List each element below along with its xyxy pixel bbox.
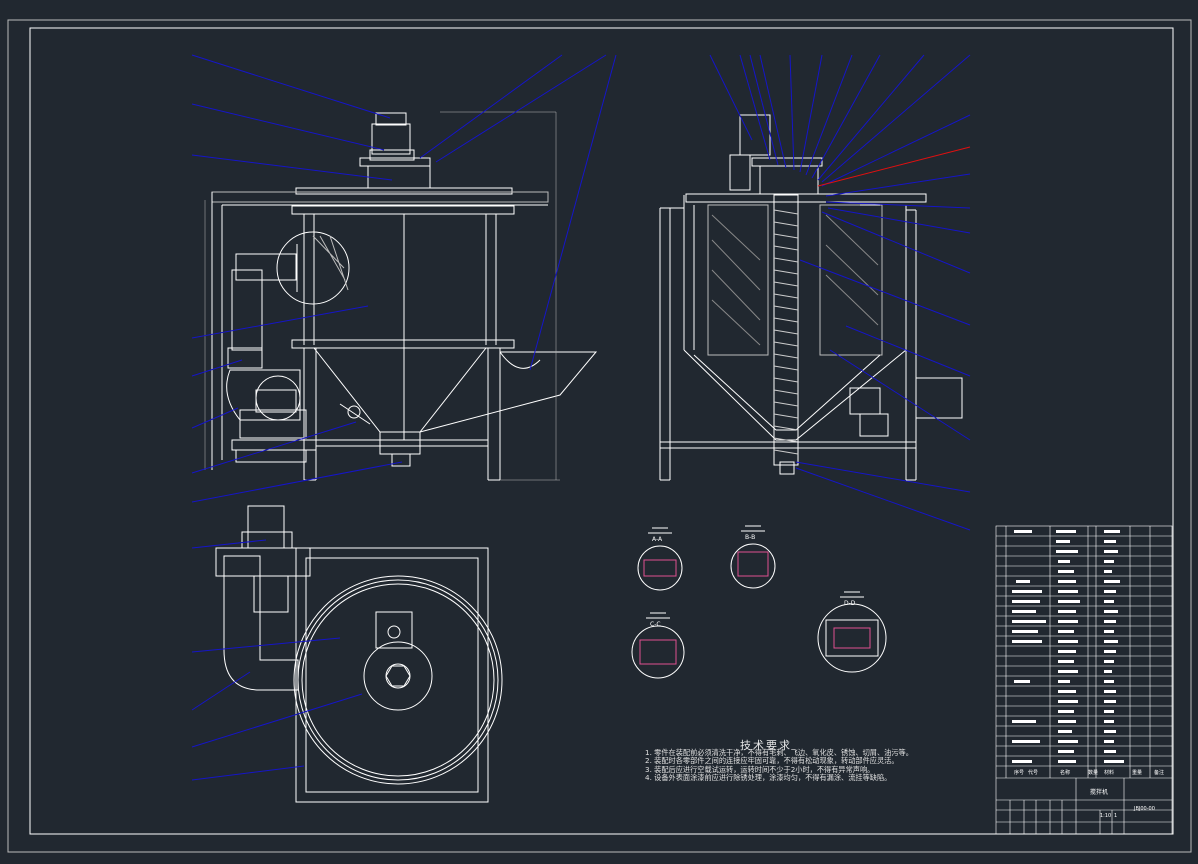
section-details	[631, 525, 887, 679]
bom-header-qty: 数量	[1088, 770, 1099, 776]
tech-requirement-1: 1. 零件在装配前必须清洗干净，不得有毛刺、飞边、氧化皮、锈蚀、切屑、油污等。	[645, 748, 913, 757]
front-view-leaders	[191, 54, 617, 503]
top-view-leaders	[191, 539, 363, 781]
title-block	[995, 525, 1173, 835]
side-view-leaders	[709, 54, 971, 531]
drawing-frame	[7, 19, 1192, 853]
section-label-a: A-A	[652, 536, 663, 543]
bom-header-weight: 重量	[1132, 770, 1143, 776]
bom-header-no: 序号	[1014, 770, 1025, 776]
drawing-scale: 1:10	[1100, 813, 1112, 819]
section-label-b: B-B	[745, 534, 756, 541]
bom-header-name: 名称	[1060, 770, 1071, 776]
drawing-code: JBJ00-00	[1134, 806, 1155, 812]
tech-requirements: 1. 零件在装配前必须清洗干净，不得有毛刺、飞边、氧化皮、锈蚀、切屑、油污等。 …	[645, 748, 913, 783]
drawing-sheet: 1	[1114, 813, 1118, 819]
red-leader	[817, 146, 971, 187]
bom-header-material: 材料	[1104, 770, 1115, 776]
tech-requirement-4: 4. 设备外表面涂漆前应进行除锈处理，涂漆均匀，不得有漏涂、流挂等缺陷。	[645, 773, 892, 783]
tech-requirement-2: 2. 装配时各零部件之间的连接应牢固可靠，不得有松动现象，转动部件应灵活。	[645, 756, 899, 766]
bom-marks	[1012, 530, 1124, 763]
side-section-view	[659, 114, 963, 481]
tech-requirement-3: 3. 装配后应进行空载试运转，运转时间不少于2小时，不得有异常声响。	[645, 764, 875, 774]
top-view	[215, 505, 503, 803]
front-view	[204, 111, 598, 481]
section-label-d: D-D	[844, 600, 856, 607]
drawing-name: 搅拌机	[1090, 789, 1109, 796]
section-label-c: C-C	[650, 621, 661, 628]
tech-requirements-title: 技术要求	[740, 739, 792, 752]
bom-header-remark: 备注	[1154, 770, 1165, 776]
bom-header-code: 代号	[1028, 770, 1039, 776]
